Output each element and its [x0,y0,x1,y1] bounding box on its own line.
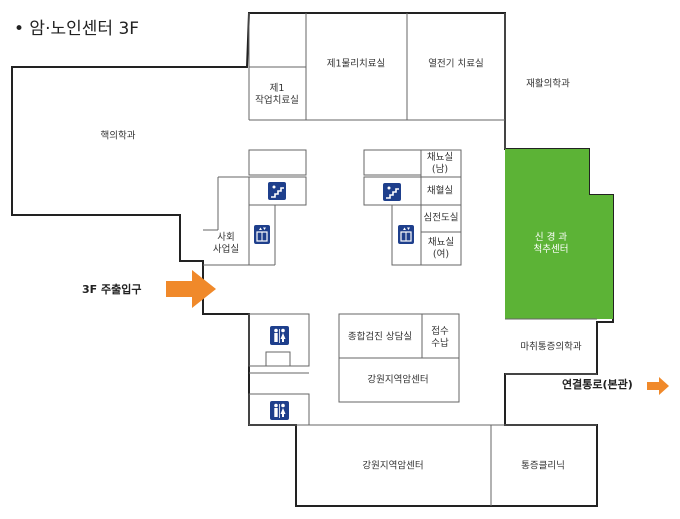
floor-title: • 암·노인센터 3F [14,19,139,39]
neurology-area-ext [589,195,613,319]
room-pt1: 제1물리치료실 [327,58,385,70]
room-cancer2: 강원지역암센터 [362,460,423,472]
room-blood-m: 채뇨실(남) [427,152,453,175]
room-blood-f: 채뇨실(여) [428,237,454,260]
room-electro: 열전기 치료실 [428,58,483,70]
stairs-icon [268,182,286,200]
entry-arrow-icon [166,270,216,308]
room-checkup: 종합검진 상담실 [348,331,412,343]
restroom-icon [270,326,289,345]
stairs-icon [383,183,401,201]
entry-label: 3F 주출입구 [82,282,141,296]
room-rehab: 재활의학과 [526,78,570,90]
room-nuclear: 핵의학과 [101,130,136,142]
elevator-icon [254,225,270,244]
neurology-area [505,149,589,319]
room-ecg: 심전도실 [424,213,459,224]
room-cancer1: 강원지역암센터 [367,374,428,386]
connection-arrow-icon [647,377,669,395]
restroom-icon [270,401,289,420]
connection-label: 연결통로(본관) [562,377,633,391]
room-blood: 채혈실 [427,185,453,197]
room-anesth: 마취통증의학과 [520,342,581,353]
room-pain: 통증클리닉 [521,461,565,472]
elevator-icon [398,225,414,244]
